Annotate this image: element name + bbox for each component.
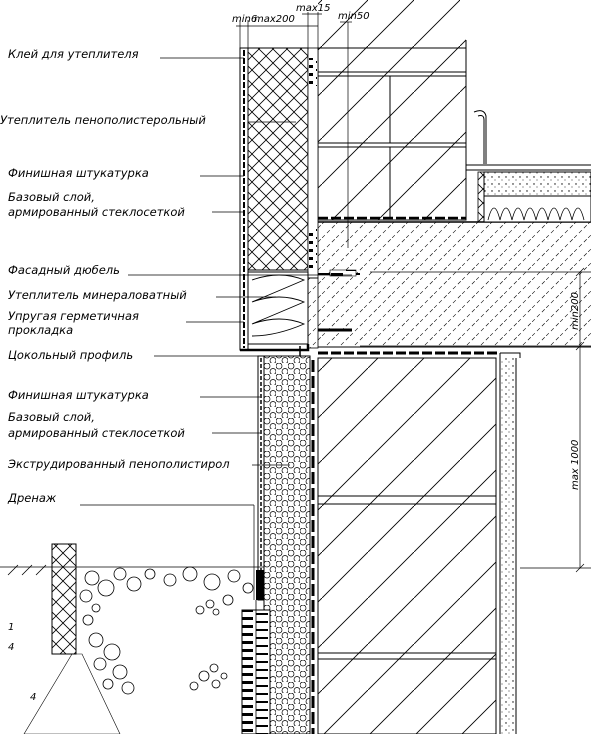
dim-max1000: max 1000 xyxy=(570,440,581,490)
eps-insulation-top xyxy=(239,47,319,351)
dim-min50: min50 xyxy=(338,11,370,22)
xps-insulation xyxy=(257,355,311,734)
dim-min200: min200 xyxy=(570,292,581,330)
label-base-layer-top-2: армированный стеклосеткой xyxy=(8,205,185,219)
label-elastic-gasket-1: Упругая герметичная xyxy=(8,309,139,323)
ground-mark-3: 4 xyxy=(30,692,36,703)
ground-marks: 1 4 4 xyxy=(8,622,36,703)
dim-min6: min6 xyxy=(232,14,257,25)
label-base-layer-bottom-2: армированный стеклосеткой xyxy=(8,426,185,440)
dimensions xyxy=(236,12,591,573)
label-finish-plaster-bottom: Финишная штукатурка xyxy=(8,388,149,402)
label-eps-insulation: Утеплитель пенополистерольный xyxy=(0,113,206,127)
ground-mark-2: 4 xyxy=(8,642,14,653)
label-mineral-insulation: Утеплитель минераловатный xyxy=(8,288,187,302)
label-plinth-profile: Цокольный профиль xyxy=(8,348,133,362)
plinth-profile xyxy=(240,344,310,356)
dim-max15: max15 xyxy=(296,3,331,14)
label-finish-plaster-top: Финишная штукатурка xyxy=(8,166,149,180)
upper-wall xyxy=(317,0,467,221)
label-glue: Клей для утеплителя xyxy=(8,47,139,61)
floor-slab xyxy=(318,110,591,348)
label-drainage: Дренаж xyxy=(7,491,57,505)
mineral-wool-band xyxy=(247,269,360,349)
label-base-layer-bottom-1: Базовый слой, xyxy=(8,410,95,424)
dimension-text: min6 max200 max15 min50 min200 max 1000 xyxy=(232,3,581,490)
label-elastic-gasket-2: прокладка xyxy=(8,323,73,337)
label-facade-dowel: Фасадный дюбель xyxy=(8,263,120,277)
ground xyxy=(0,543,264,734)
label-base-layer-top-1: Базовый слой, xyxy=(8,190,95,204)
ground-mark-1: 1 xyxy=(8,622,14,633)
dim-max200: max200 xyxy=(254,14,295,25)
callout-labels: Клей для утеплителя Утеплитель пенополис… xyxy=(0,47,230,505)
label-xps: Экструдированный пенополистирол xyxy=(7,457,230,471)
drainage xyxy=(241,570,271,734)
leader-lines xyxy=(80,57,352,600)
basement-wall xyxy=(311,351,521,734)
